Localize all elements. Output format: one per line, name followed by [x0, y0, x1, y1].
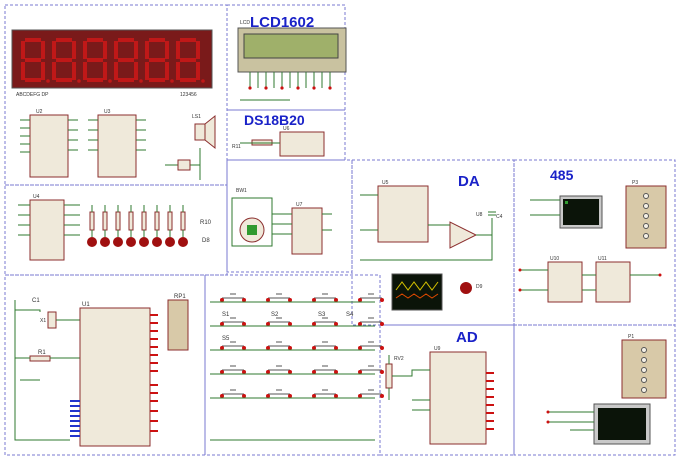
- push-button: [266, 293, 292, 302]
- u7-label: U7: [296, 202, 303, 208]
- ad-section-title: AD: [456, 329, 478, 346]
- u3-label: U3: [104, 109, 111, 115]
- push-button: [266, 365, 292, 374]
- s4-label: S4: [346, 312, 354, 318]
- u10-label: U10: [550, 256, 559, 262]
- resistor: [102, 211, 108, 231]
- seg-digit: [52, 38, 81, 83]
- r1-label: R1: [38, 350, 46, 356]
- bw1-label: BW1: [236, 188, 247, 194]
- led-indicator: [178, 237, 188, 247]
- driver-u7: U7: [272, 202, 332, 255]
- mcu-block: C1 X1 R1 U1 RP1: [14, 294, 189, 447]
- u11-label: U11: [598, 256, 607, 262]
- push-button: [358, 293, 384, 302]
- seg-display-pin-label: ABCDEFG DP: [16, 92, 49, 98]
- u5-label: U5: [382, 180, 389, 186]
- led-indicator: [113, 237, 123, 247]
- u8-label: U8: [476, 212, 483, 218]
- seg-digit: [114, 38, 143, 83]
- u1-label: U1: [82, 302, 90, 308]
- push-button: [220, 389, 246, 398]
- serial-terminal-block: P1: [546, 334, 667, 445]
- latch-u3: U3: [88, 109, 146, 178]
- keypad-wires: [210, 301, 375, 441]
- r10-label: R10: [200, 220, 212, 226]
- x1-label: X1: [40, 318, 46, 324]
- ad-block: AD RV2 U9: [385, 329, 494, 445]
- push-button: [266, 341, 292, 350]
- d8-label: D8: [202, 238, 210, 244]
- lcd1602-module: LCD LCD1602: [237, 14, 347, 101]
- led-indicator: [100, 237, 110, 247]
- rs485-section-title: 485: [550, 167, 574, 183]
- ls1-label: LS1: [192, 114, 201, 120]
- led-indicator: [165, 237, 175, 247]
- push-button: [358, 389, 384, 398]
- u2-label: U2: [36, 109, 43, 115]
- push-button: [312, 389, 338, 398]
- seg-digit: [21, 38, 50, 83]
- c4-label: C4: [496, 214, 503, 220]
- led-indicator: [139, 237, 149, 247]
- push-button: [220, 293, 246, 302]
- push-button: [358, 317, 384, 326]
- seg-digit: [83, 38, 112, 83]
- da-block: DA U5 U8 C4 D9: [360, 173, 503, 311]
- led-bar: R10 D8: [87, 205, 212, 247]
- push-button: [358, 365, 384, 374]
- push-button: [312, 293, 338, 302]
- speaker-ls1: LS1: [165, 114, 216, 180]
- c1-label: C1: [32, 298, 40, 304]
- push-button: [266, 317, 292, 326]
- u4-label: U4: [33, 194, 40, 200]
- led-indicator: [152, 237, 162, 247]
- push-button: [312, 317, 338, 326]
- push-button: [312, 341, 338, 350]
- ds18b20-section-title: DS18B20: [244, 112, 305, 128]
- led-driver-u4: U4: [18, 194, 80, 261]
- push-button: [266, 389, 292, 398]
- ds18b20-chip-label: U6: [283, 126, 290, 132]
- s2-label: S2: [271, 312, 279, 318]
- s1-label: S1: [222, 312, 230, 318]
- push-button: [220, 317, 246, 326]
- p3-label: P3: [632, 180, 638, 186]
- push-button: [220, 341, 246, 350]
- s3-label: S3: [318, 312, 326, 318]
- u9-label: U9: [434, 346, 441, 352]
- rp1-label: RP1: [174, 294, 186, 300]
- resistor: [89, 211, 95, 231]
- seven-segment-display: ABCDEFG DP 123456: [11, 29, 213, 98]
- r11-label: R11: [232, 144, 241, 150]
- p1-label: P1: [628, 334, 634, 340]
- resistor: [141, 211, 147, 231]
- resistor: [154, 211, 160, 231]
- push-button: [358, 341, 384, 350]
- seg-digit: [176, 38, 205, 83]
- resistor: [180, 211, 186, 231]
- rs485-block: 485 P3 U10 U11: [518, 167, 667, 303]
- push-button: [312, 365, 338, 374]
- d9-label: D9: [476, 284, 483, 290]
- led-indicator: [126, 237, 136, 247]
- seg-digit: [145, 38, 174, 83]
- ds18b20-block: DS18B20 U6 R11: [232, 112, 325, 157]
- rv2-label: RV2: [394, 356, 404, 362]
- lcd-designator: LCD: [240, 20, 250, 26]
- push-button: [220, 365, 246, 374]
- da-section-title: DA: [458, 173, 480, 190]
- led-indicator: [87, 237, 97, 247]
- lcd-section-title: LCD1602: [250, 14, 314, 31]
- resistor: [115, 211, 121, 231]
- latch-u2: U2: [20, 109, 78, 178]
- s5-label: S5: [222, 336, 230, 342]
- bw1-block: BW1: [231, 188, 273, 247]
- resistor: [167, 211, 173, 231]
- key-matrix: S1 S2 S3 S4 S5: [210, 293, 384, 441]
- seg-display-digit-label: 123456: [180, 92, 197, 98]
- resistor: [128, 211, 134, 231]
